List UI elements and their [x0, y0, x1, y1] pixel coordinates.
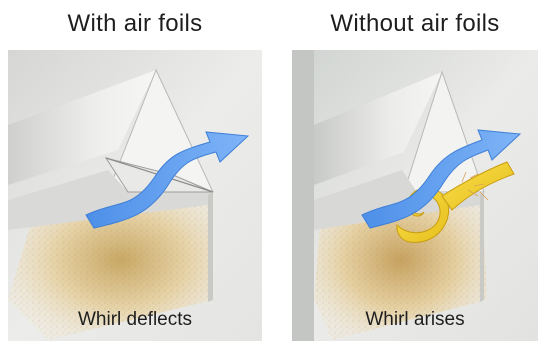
- panel-without-air-foils: Without air foils: [292, 0, 538, 341]
- panel-with-air-foils: With air foils: [8, 0, 262, 341]
- panel-title: Without air foils: [292, 10, 538, 38]
- wall-edge: [292, 50, 314, 341]
- roof-corner-diagram: [8, 50, 262, 341]
- illustration-with-air-foils: [8, 50, 262, 341]
- wall-corner: [480, 192, 484, 302]
- roof-corner-diagram: [292, 50, 538, 341]
- panel-caption: Whirl deflects: [8, 309, 262, 331]
- panel-title: With air foils: [8, 10, 262, 38]
- illustration-without-air-foils: [292, 50, 538, 341]
- panel-caption: Whirl arises: [292, 309, 538, 331]
- wall-corner: [208, 192, 213, 302]
